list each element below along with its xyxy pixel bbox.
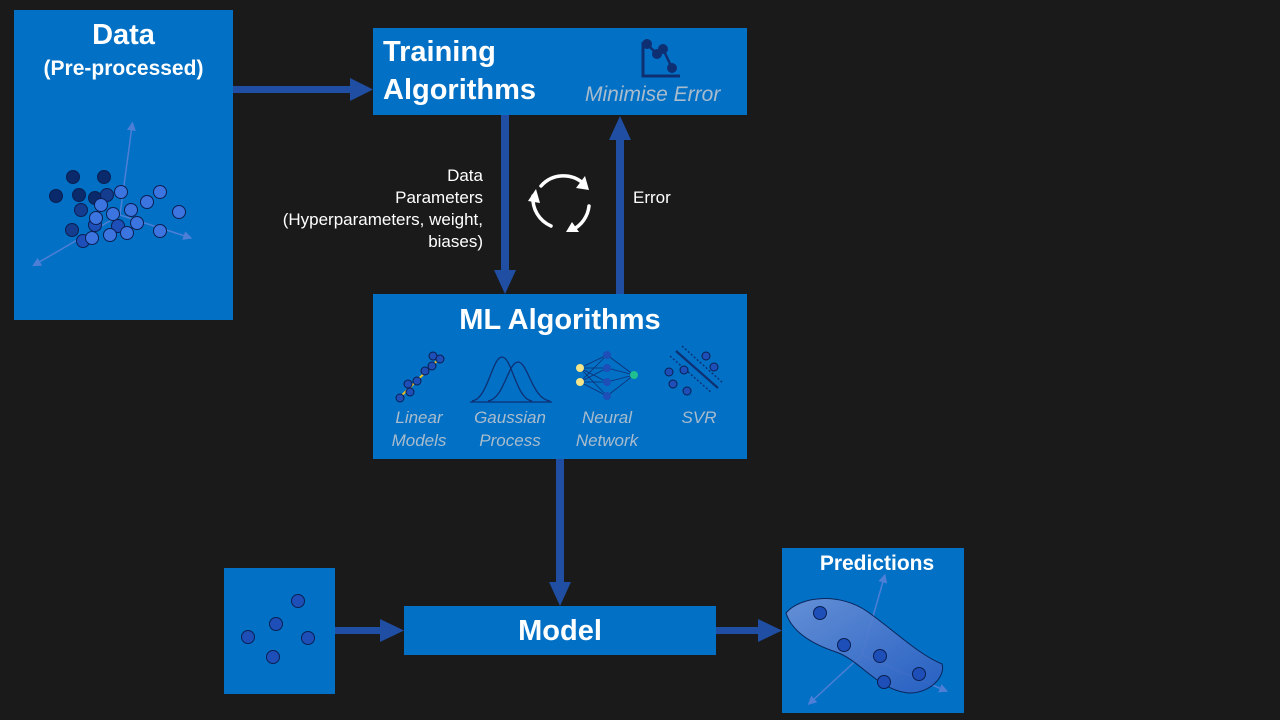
ml-algorithms-title: ML Algorithms [459,304,661,336]
ml-algorithms-box: ML Algorithms Linear Models Gaussian Pro… [373,294,747,459]
error-label: Error [633,188,671,207]
algo-caption-svr-line1: SVR [681,408,717,427]
arrow-model-to-predictions [716,619,782,642]
minimise-error-note: Minimise Error [585,83,721,106]
arrow-training-to-ml [494,115,516,294]
new-data-points [241,594,315,664]
algo-caption-gaussian-line1: Gaussian [474,408,546,427]
predictions-surface-plot [785,573,949,706]
algo-caption-linear-line1: Linear [395,408,443,427]
algo-caption-gaussian: Gaussian Process [465,406,555,452]
arrow-ml-to-training [609,116,631,294]
model-box: Model [404,606,716,655]
algo-caption-gaussian-line2: Process [479,431,541,450]
algo-caption-svr: SVR [654,406,744,429]
gaussian-curve-icon [470,356,552,403]
new-data-box [224,568,335,694]
arrow-newdata-to-model [335,619,404,642]
line-chart-icon [641,39,680,78]
linear-regression-icon [395,351,445,403]
algo-caption-linear: Linear Models [374,406,464,452]
data-scatter-plot [32,121,193,267]
svr-icon [664,345,724,396]
data-box-subtitle: (Pre-processed) [43,57,204,80]
algo-caption-neural-line1: Neural [581,408,633,427]
training-title-line2: Algorithms [383,74,537,106]
model-title: Model [518,615,602,647]
training-title-line1: Training [383,36,496,68]
data-box-title: Data [92,19,155,51]
algo-caption-neural: Neural Network [562,406,652,452]
data-parameters-line3: (Hyperparameters, weight, [282,210,483,229]
data-parameters-line1: Data [447,166,483,185]
data-parameters-line2: Parameters [395,188,483,207]
algo-caption-neural-line2: Network [575,431,639,450]
data-parameters-label: Data Parameters (Hyperparameters, weight… [223,165,483,253]
data-parameters-line4: biases) [428,232,483,251]
predictions-title: Predictions [819,552,935,575]
training-algorithms-box: Training Algorithms Minimise Error [373,28,747,115]
data-box: Data (Pre-processed) [14,10,233,320]
arrow-data-to-training [233,78,373,101]
arrow-ml-to-model [549,459,571,606]
refresh-cycle-icon [528,174,591,232]
neural-network-icon [576,351,638,400]
algo-caption-linear-line2: Models [391,431,447,450]
